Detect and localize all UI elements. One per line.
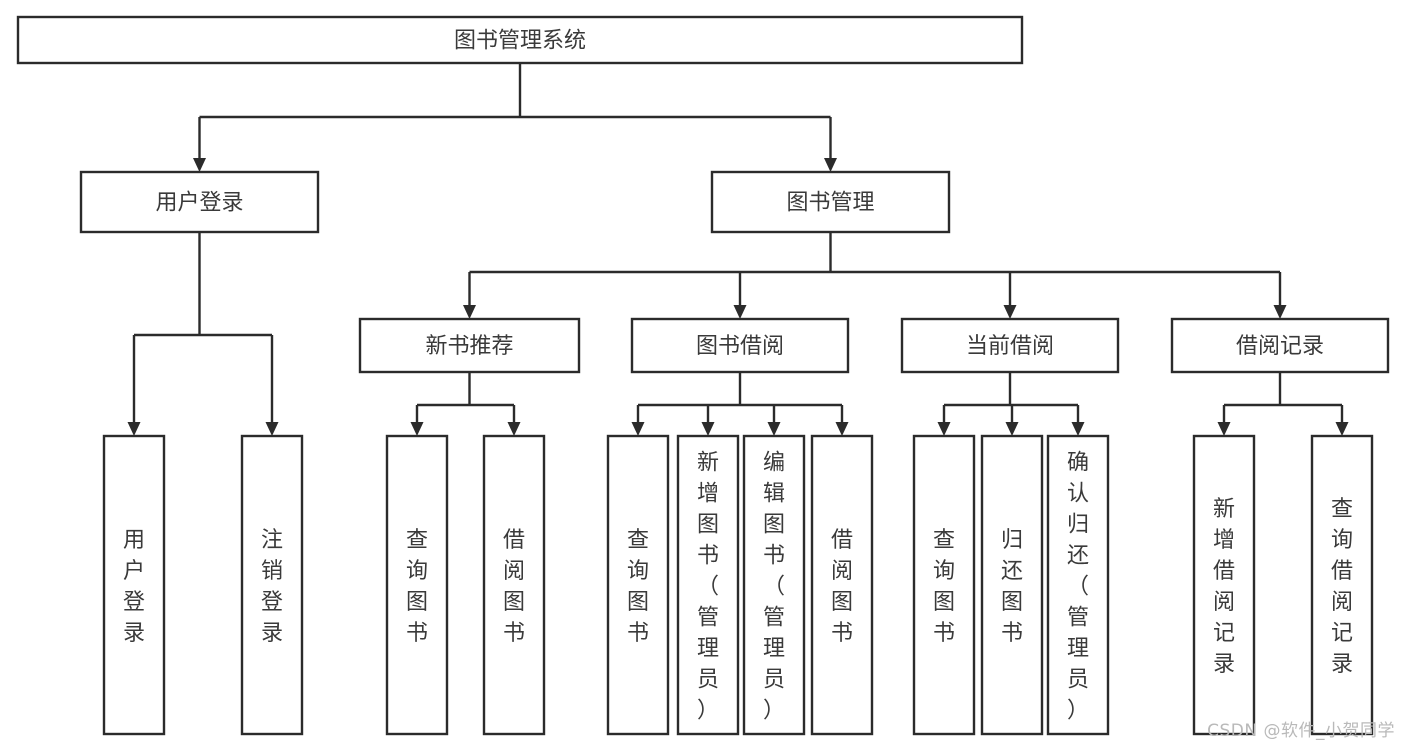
leaf-node-2-label: 查询图书: [406, 528, 428, 646]
leaf-node-4-label: 查询图书: [627, 528, 649, 646]
level3-node-1-box[interactable]: [630, 317, 850, 374]
leaf-node-8-label: 查询图书: [933, 528, 955, 646]
leaf-node-12-label: 查询借阅记录: [1331, 497, 1353, 677]
leaf-node-2[interactable]: 查询图书: [385, 434, 449, 736]
arrow-head-icon: [835, 422, 849, 436]
root-node-book-management-system[interactable]: 图书管理系统: [16, 15, 1024, 65]
leaf-node-6-label: 编辑图书（管理员）: [763, 451, 785, 724]
leaf-node-5[interactable]: 新增图书（管理员）: [676, 434, 740, 736]
level2-node-0-label: 用户登录: [155, 191, 243, 216]
arrow-head-icon: [701, 422, 715, 436]
arrow-head-icon: [463, 305, 476, 319]
leaf-node-10-label: 确认归还（管理员）: [1067, 451, 1089, 724]
leaf-node-3[interactable]: 借阅图书: [482, 434, 546, 736]
leaf-node-1-label: 注销登录: [261, 528, 283, 646]
leaf-node-2-box[interactable]: [385, 434, 449, 736]
arrow-head-icon: [1335, 422, 1349, 436]
arrow-head-icon: [1005, 422, 1019, 436]
arrow-head-icon: [937, 422, 951, 436]
leaf-node-9-box[interactable]: [980, 434, 1044, 736]
leaf-node-10[interactable]: 确认归还（管理员）: [1046, 434, 1110, 736]
level3-node-0-box[interactable]: [358, 317, 581, 374]
nodes-layer: 图书管理系统用户登录图书管理新书推荐图书借阅当前借阅借阅记录用户登录注销登录查询…: [16, 15, 1390, 736]
leaf-node-11[interactable]: 新增借阅记录: [1192, 434, 1256, 736]
root-node-book-management-system-box[interactable]: [16, 15, 1024, 65]
arrow-head-icon: [1217, 422, 1231, 436]
leaf-node-9[interactable]: 归还图书: [980, 434, 1044, 736]
level3-node-1[interactable]: 图书借阅: [630, 317, 850, 374]
arrow-head-icon: [824, 158, 837, 172]
leaf-node-3-label: 借阅图书: [503, 528, 525, 646]
leaf-node-4-box[interactable]: [606, 434, 670, 736]
leaf-node-12[interactable]: 查询借阅记录: [1310, 434, 1374, 736]
level3-node-1-label: 图书借阅: [696, 334, 784, 359]
arrow-head-icon: [193, 158, 206, 172]
level3-node-3-box[interactable]: [1170, 317, 1390, 374]
level3-node-0-label: 新书推荐: [425, 334, 513, 359]
leaf-node-8[interactable]: 查询图书: [912, 434, 976, 736]
leaf-node-0-box[interactable]: [102, 434, 166, 736]
leaf-node-3-box[interactable]: [482, 434, 546, 736]
level2-node-1[interactable]: 图书管理: [710, 170, 951, 234]
arrow-head-icon: [1071, 422, 1085, 436]
leaf-node-11-box[interactable]: [1192, 434, 1256, 736]
leaf-node-6-box[interactable]: [742, 434, 806, 736]
level2-node-1-label: 图书管理: [786, 191, 874, 216]
leaf-node-8-box[interactable]: [912, 434, 976, 736]
level2-node-0[interactable]: 用户登录: [79, 170, 320, 234]
arrow-head-icon: [507, 422, 521, 436]
leaf-node-6[interactable]: 编辑图书（管理员）: [742, 434, 806, 736]
level3-node-0[interactable]: 新书推荐: [358, 317, 581, 374]
leaf-node-4[interactable]: 查询图书: [606, 434, 670, 736]
leaf-node-5-box[interactable]: [676, 434, 740, 736]
leaf-node-12-box[interactable]: [1310, 434, 1374, 736]
leaf-node-0[interactable]: 用户登录: [102, 434, 166, 736]
arrow-head-icon: [1003, 305, 1017, 319]
arrow-head-icon: [1273, 305, 1287, 319]
connectors-layer: [127, 63, 1349, 436]
arrow-head-icon: [631, 422, 645, 436]
leaf-node-11-label: 新增借阅记录: [1213, 497, 1235, 677]
leaf-node-5-label: 新增图书（管理员）: [697, 451, 719, 724]
leaf-node-7-label: 借阅图书: [831, 528, 853, 646]
root-node-book-management-system-label: 图书管理系统: [454, 29, 586, 54]
leaf-node-0-label: 用户登录: [123, 528, 145, 646]
arrow-head-icon: [733, 305, 747, 319]
arrow-head-icon: [410, 422, 424, 436]
arrow-head-icon: [767, 422, 781, 436]
leaf-node-9-label: 归还图书: [1001, 528, 1023, 646]
leaf-node-1[interactable]: 注销登录: [240, 434, 304, 736]
level3-node-3-label: 借阅记录: [1236, 334, 1324, 359]
arrow-head-icon: [265, 422, 279, 436]
level3-node-2-box[interactable]: [900, 317, 1120, 374]
level2-node-0-box[interactable]: [79, 170, 320, 234]
arrow-head-icon: [127, 422, 141, 436]
leaf-node-10-box[interactable]: [1046, 434, 1110, 736]
level3-node-2-label: 当前借阅: [966, 334, 1054, 359]
leaf-node-1-box[interactable]: [240, 434, 304, 736]
level3-node-2[interactable]: 当前借阅: [900, 317, 1120, 374]
level2-node-1-box[interactable]: [710, 170, 951, 234]
leaf-node-7-box[interactable]: [810, 434, 874, 736]
watermark-text: CSDN @软件_小贺同学: [1207, 721, 1395, 741]
level3-node-3[interactable]: 借阅记录: [1170, 317, 1390, 374]
leaf-node-7[interactable]: 借阅图书: [810, 434, 874, 736]
